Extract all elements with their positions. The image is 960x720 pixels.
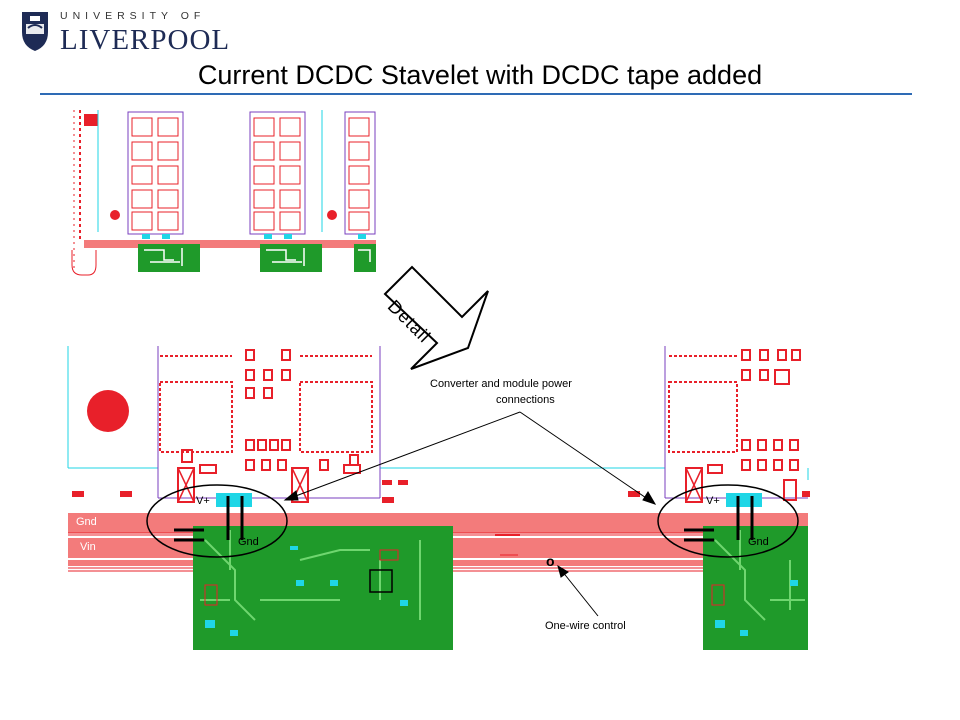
sensor-column-1 [127,111,184,235]
dcdc-board-right [703,526,808,650]
converter-callout-arrows [283,411,657,505]
overview-dcdc-board-1 [138,244,200,272]
fiducial-dot [87,390,129,432]
overview-dcdc-board-3 [354,244,376,272]
gnd-pad-label-left: Gnd [238,536,259,548]
vin-strip-label: Vin [80,541,96,553]
vplus-label-right: V+ [706,495,720,507]
sensor-column-2 [249,111,306,235]
converter-callout-line1: Converter and module power [430,378,572,390]
detail-layout [67,346,810,650]
overview-dcdc-board-2 [260,244,322,272]
vplus-label-left: V+ [196,495,210,507]
detail-arrow [383,265,489,370]
logo-university-of: UNIVERSITY OF [60,10,206,22]
title-divider [40,93,912,95]
overview-layout [71,108,376,284]
logo-liverpool: LIVERPOOL [60,24,231,56]
one-wire-symbol: o [546,553,555,569]
one-wire-label: One-wire control [545,620,626,632]
page-title: Current DCDC Stavelet with DCDC tape add… [197,60,763,90]
crest-icon [22,12,48,51]
converter-callout-line2: connections [496,394,555,406]
gnd-pad-label-right: Gnd [748,536,769,548]
right-highlight-ellipse [657,484,799,558]
dcdc-board-left [193,526,453,650]
left-highlight-ellipse [146,484,288,558]
one-wire-callout-arrow [557,564,599,617]
gnd-strip-label: Gnd [76,516,97,528]
